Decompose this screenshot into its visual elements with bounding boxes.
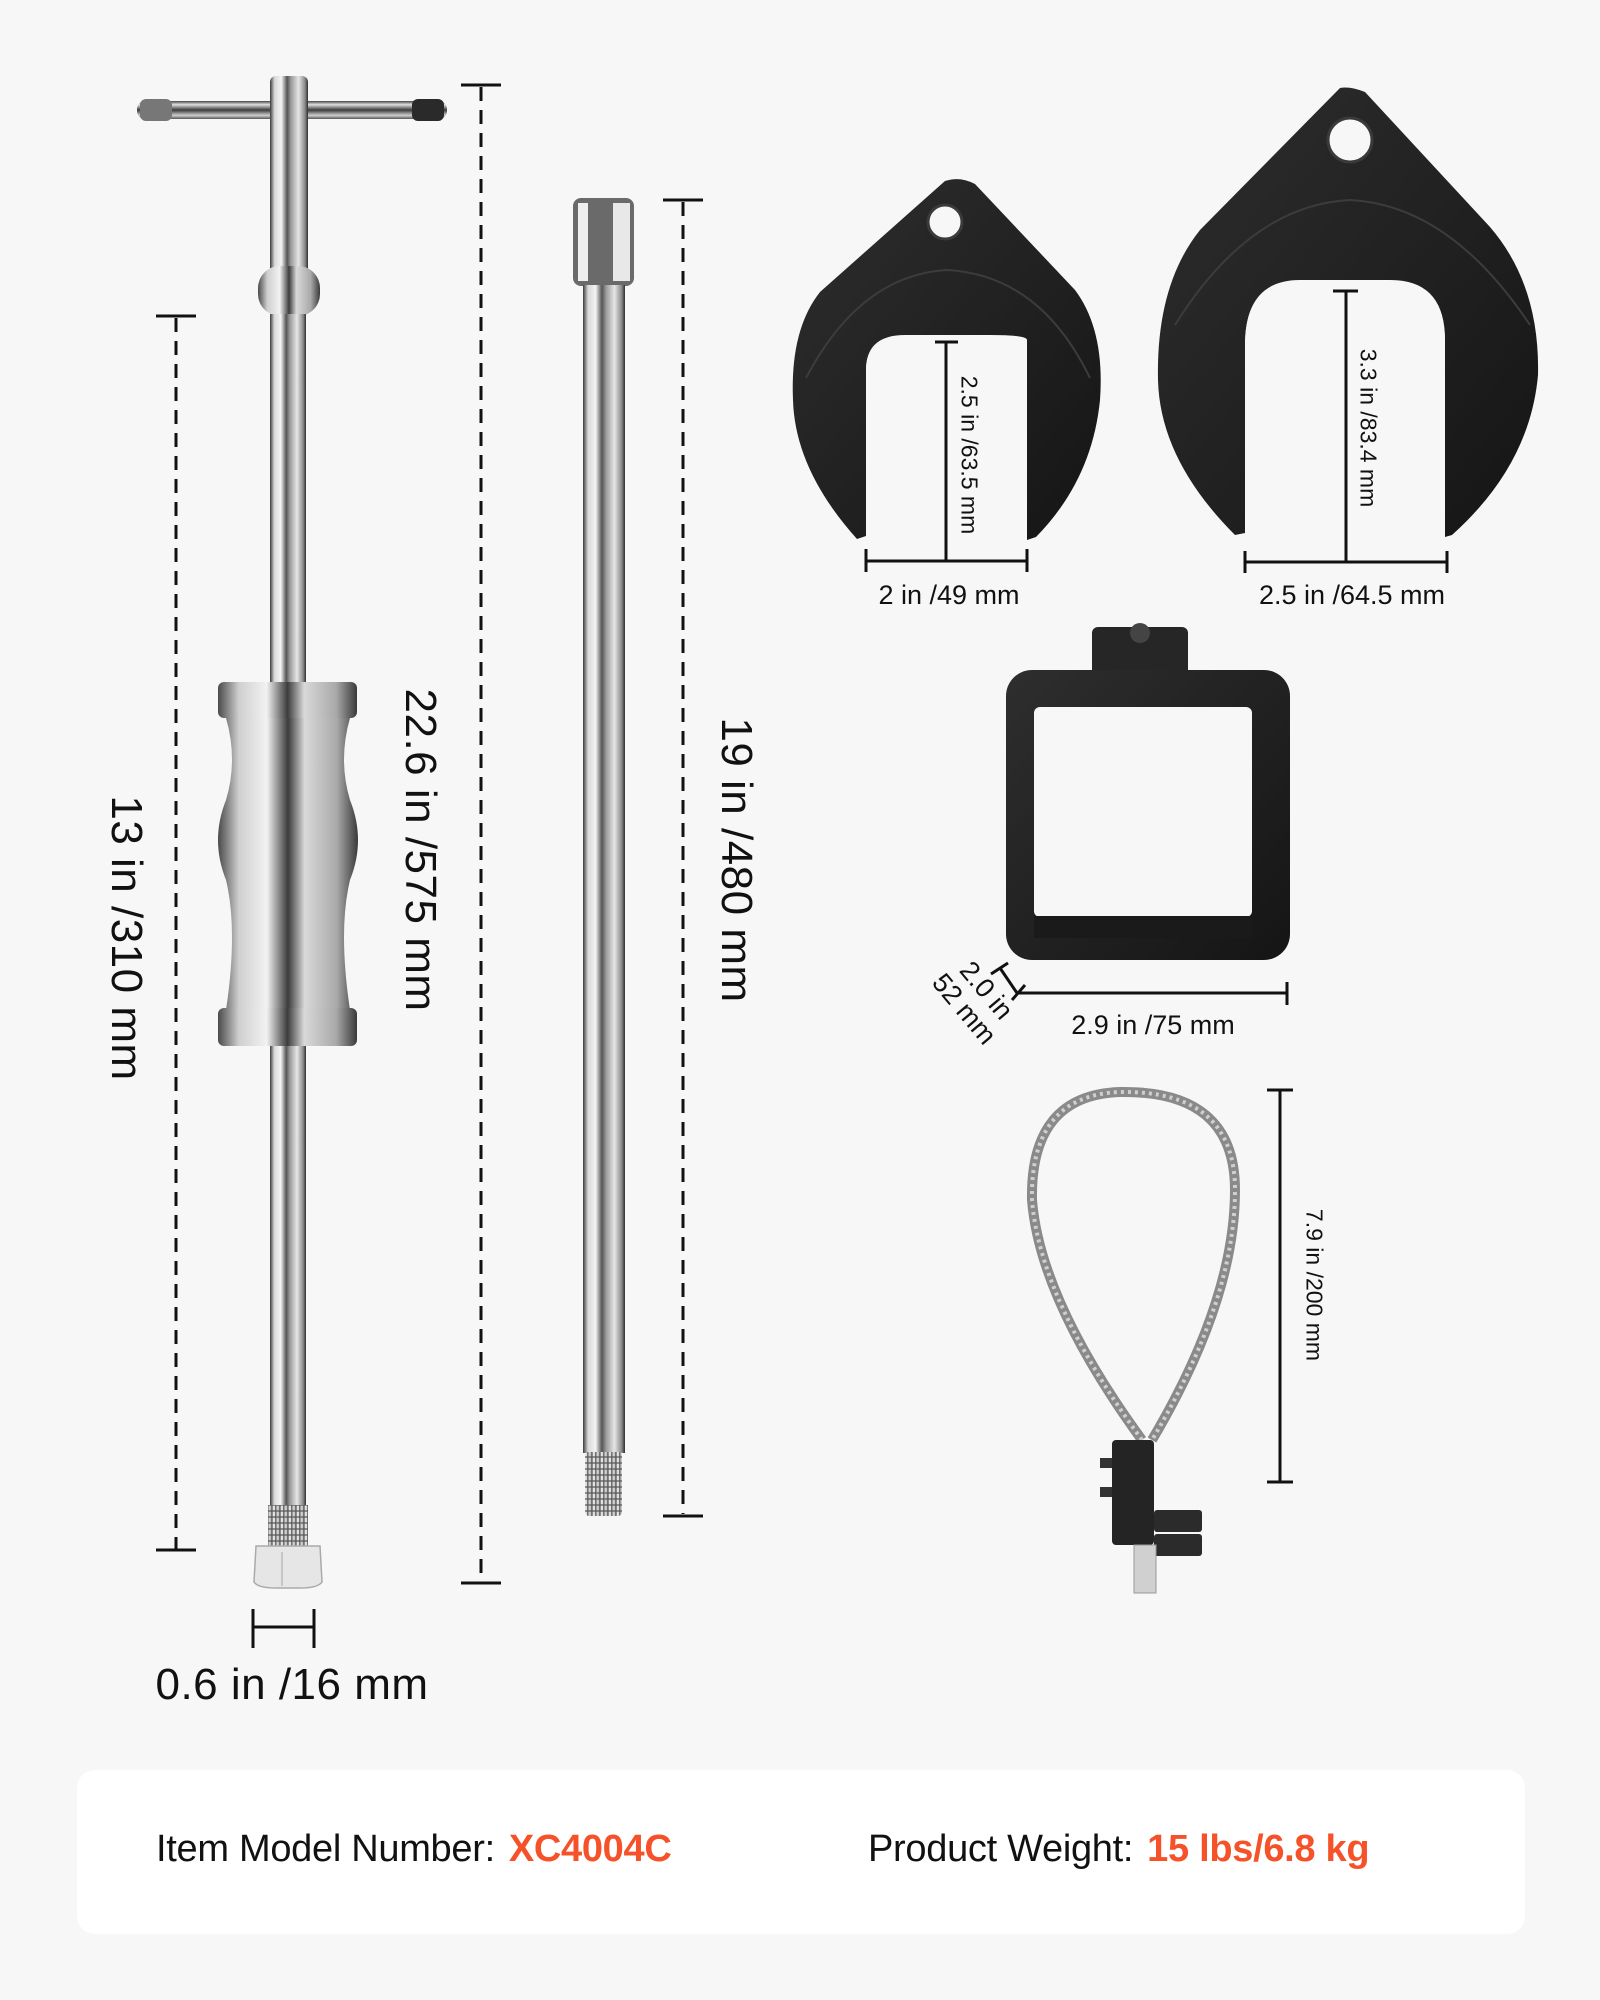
model-number-value: XC4004C xyxy=(508,1828,672,1870)
product-info-card: Item Model Number: XC4004C Product Weight… xyxy=(77,1770,1525,1934)
extension-length-label: 19 in /480 mm xyxy=(712,717,761,1003)
shaft-length-dimension-line xyxy=(156,314,196,1552)
large-fork-adapter-image xyxy=(1157,87,1539,537)
product-weight-value: 15 lbs/6.8 kg xyxy=(1147,1828,1370,1870)
cable-length-label: 7.9 in /200 mm xyxy=(1301,1208,1328,1362)
square-adapter-dimension-lines xyxy=(990,961,1289,1005)
square-adapter-image xyxy=(1006,623,1290,960)
extension-length-dimension-line xyxy=(663,198,703,1518)
product-weight-row: Product Weight: 15 lbs/6.8 kg xyxy=(868,1828,1370,1871)
small-fork-width-label: 2 in /49 mm xyxy=(878,580,1020,610)
slide-hammer-image xyxy=(137,76,447,1589)
thread-width-label: 0.6 in /16 mm xyxy=(155,1660,429,1709)
total-length-label: 22.6 in /575 mm xyxy=(396,688,445,1012)
small-fork-dimension-lines xyxy=(864,340,1029,572)
total-length-dimension-line xyxy=(461,83,501,1585)
large-fork-width-label: 2.5 in /64.5 mm xyxy=(1258,580,1446,610)
square-width-label: 2.9 in /75 mm xyxy=(1071,1010,1235,1040)
small-fork-height-label: 2.5 in /63.5 mm xyxy=(956,375,983,535)
extension-bar-image xyxy=(573,198,634,1516)
cable-length-dimension-line xyxy=(1267,1088,1293,1484)
cable-loop-image xyxy=(1026,1086,1241,1594)
thread-width-dimension-line xyxy=(251,1609,316,1648)
product-weight-label: Product Weight: xyxy=(868,1828,1134,1870)
shaft-length-label: 13 in /310 mm xyxy=(102,795,151,1081)
large-fork-height-label: 3.3 in /83.4 mm xyxy=(1355,348,1382,508)
large-fork-dimension-lines xyxy=(1243,289,1449,573)
model-number-label: Item Model Number: xyxy=(156,1828,495,1870)
model-number-row: Item Model Number: XC4004C xyxy=(156,1828,672,1871)
